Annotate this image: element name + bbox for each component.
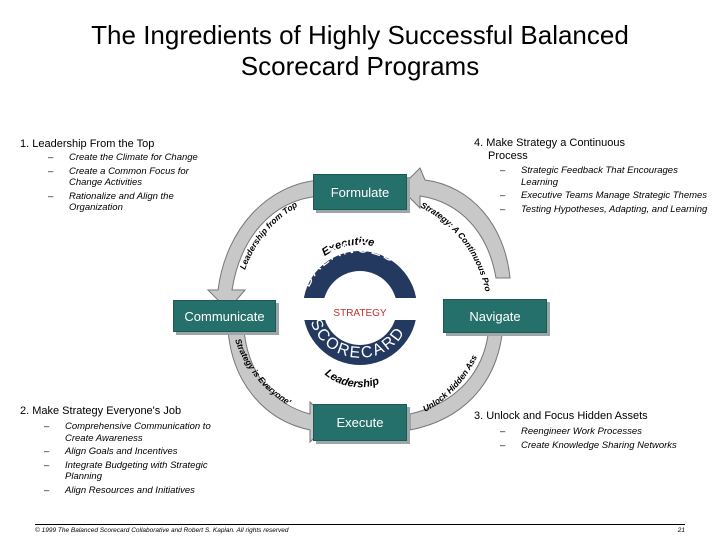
list-item: Comprehensive Communication to Create Aw… xyxy=(44,421,234,444)
section-3-heading: 3. Unlock and Focus Hidden Assets xyxy=(474,410,648,423)
arrow-top-left xyxy=(206,179,321,311)
section-2-heading: 2. Make Strategy Everyone's Job xyxy=(20,405,181,418)
section-4-heading-text-1: 4. Make Strategy a Continuous xyxy=(474,137,626,149)
leadership-label: Leadership xyxy=(322,367,380,390)
page-number: 21 xyxy=(677,527,685,534)
footer: © 1999 The Balanced Scorecard Collaborat… xyxy=(35,524,685,534)
list-item: Testing Hypotheses, Adapting, and Learni… xyxy=(500,204,710,216)
section-1-bullets: Create the Climate for Change Create a C… xyxy=(48,152,208,216)
list-item: Align Resources and Initiatives xyxy=(44,485,234,497)
section-2-bullets: Comprehensive Communication to Create Aw… xyxy=(44,421,234,498)
list-item: Rationalize and Align the Organization xyxy=(48,191,208,214)
communicate-box: Communicate xyxy=(173,300,276,332)
section-3-bullets: Reengineer Work Processes Create Knowled… xyxy=(500,426,710,453)
list-item: Create Knowledge Sharing Networks xyxy=(500,440,710,452)
execute-box: Execute xyxy=(313,404,407,441)
balanced-scorecard-logo: BALANCED SCORECARD STRATEGY xyxy=(297,239,420,365)
arrow-top-right xyxy=(399,167,511,279)
page-title: The Ingredients of Highly Successful Bal… xyxy=(0,20,720,82)
section-1-heading-text: 1. Leadership From the Top xyxy=(20,138,155,150)
list-item: Integrate Budgeting with Strategic Plann… xyxy=(44,460,234,483)
section-2-heading-text: 2. Make Strategy Everyone's Job xyxy=(20,405,182,417)
section-3-heading-text: 3. Unlock and Focus Hidden Assets xyxy=(474,410,648,422)
list-item: Reengineer Work Processes xyxy=(500,426,710,438)
list-item: Strategic Feedback That Encourages Learn… xyxy=(500,165,710,188)
copyright-text: © 1999 The Balanced Scorecard Collaborat… xyxy=(35,527,289,534)
list-item: Create the Climate for Change xyxy=(48,152,208,164)
section-4-heading-text-2: Process xyxy=(488,150,528,162)
title-line-1: The Ingredients of Highly Successful Bal… xyxy=(91,20,629,50)
list-item: Executive Teams Manage Strategic Themes xyxy=(500,190,710,202)
strategy-center-text: STRATEGY xyxy=(333,308,386,319)
navigate-box: Navigate xyxy=(443,299,547,333)
section-4-heading: 4. Make Strategy a Continuous Process xyxy=(474,137,625,163)
title-line-2: Scorecard Programs xyxy=(240,51,480,81)
section-4-bullets: Strategic Feedback That Encourages Learn… xyxy=(500,165,710,217)
list-item: Create a Common Focus for Change Activit… xyxy=(48,166,208,189)
section-1-heading: 1. Leadership From the Top xyxy=(20,138,154,151)
formulate-box: Formulate xyxy=(313,174,407,210)
list-item: Align Goals and Incentives xyxy=(44,446,234,458)
